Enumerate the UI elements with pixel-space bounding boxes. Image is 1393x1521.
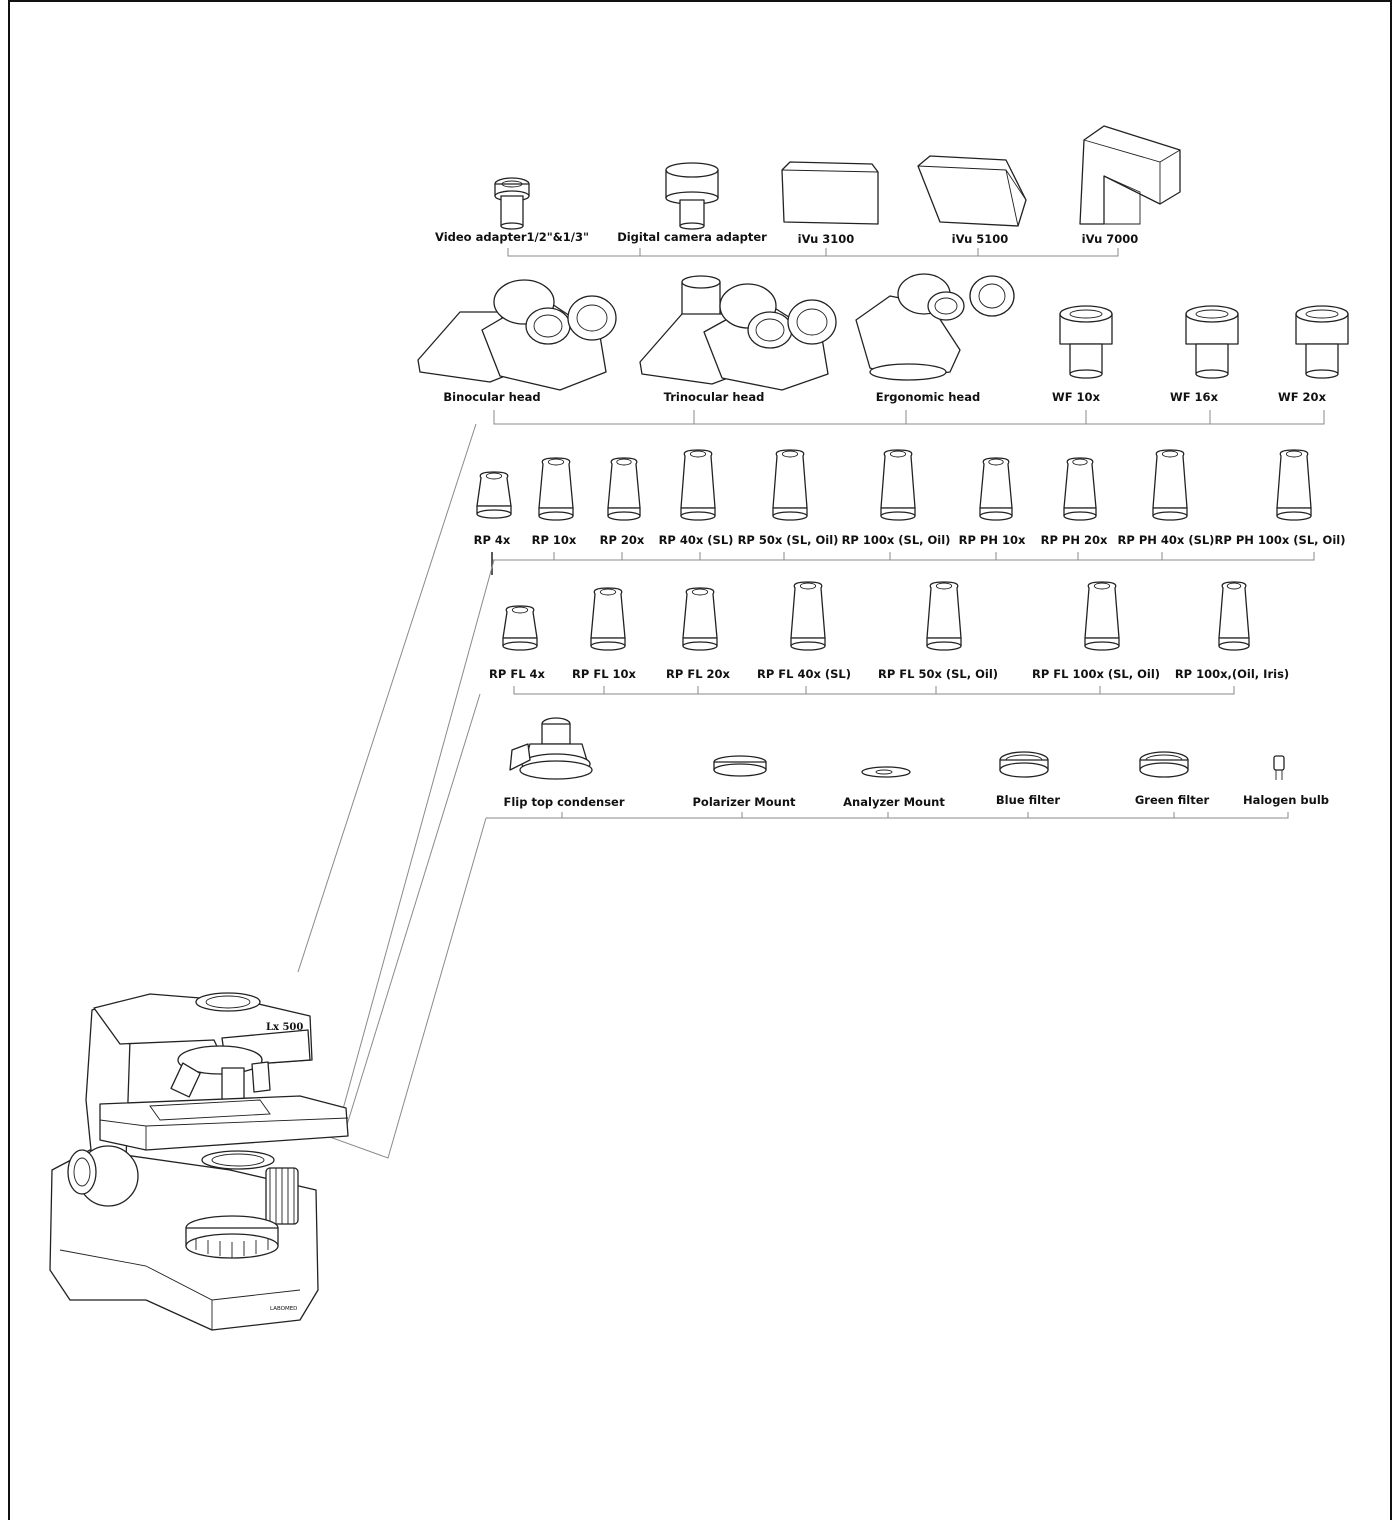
- label-rp-ph-40x: RP PH 40x (SL): [1118, 533, 1215, 547]
- halogen-bulb-icon: [1274, 756, 1284, 780]
- camera-row: Video adapter1/2"&1/3" Digital camera ad…: [435, 126, 1180, 256]
- label-flip-top-condenser: Flip top condenser: [503, 795, 624, 809]
- trinocular-head-icon: [640, 276, 836, 390]
- ergonomic-head-icon: [856, 274, 1014, 380]
- fl-objective-lens-icon: [591, 588, 625, 650]
- head-connector-line: [494, 410, 1324, 424]
- fl-objective-lens-icon: [927, 582, 961, 650]
- label-ergonomic-head: Ergonomic head: [876, 390, 980, 404]
- objective-lens-icon: [1153, 450, 1187, 520]
- label-blue-filter: Blue filter: [996, 793, 1060, 807]
- label-video-adapter: Video adapter1/2"&1/3": [435, 230, 589, 244]
- accessory-connector-line: [486, 812, 1288, 818]
- label-trinocular-head: Trinocular head: [664, 390, 765, 404]
- blue-filter-icon: [1000, 752, 1048, 777]
- label-rp-fl-100x: RP FL 100x (SL, Oil): [1032, 667, 1160, 681]
- model-label: Lx 500: [266, 1022, 303, 1033]
- camera-adapter-icon: [666, 163, 718, 229]
- fl-objective-connector-line: [514, 686, 1234, 694]
- label-rp-fl-10x: RP FL 10x: [572, 667, 636, 681]
- label-halogen-bulb: Halogen bulb: [1243, 793, 1329, 807]
- label-rp-ph-20x: RP PH 20x: [1041, 533, 1108, 547]
- accessory-row: Flip top condenser Polarizer Mount Analy…: [486, 718, 1329, 818]
- green-filter-icon: [1140, 752, 1188, 777]
- polarizer-mount-icon: [714, 756, 766, 776]
- objective-lens-icon: [881, 450, 915, 520]
- binocular-head-icon: [418, 280, 616, 390]
- label-polarizer-mount: Polarizer Mount: [692, 795, 796, 809]
- label-rp-40x: RP 40x (SL): [659, 533, 734, 547]
- label-rp-4x: RP 4x: [474, 533, 511, 547]
- objective-connector-line: [492, 552, 1314, 560]
- fl-objective-lens-icon: [1219, 582, 1249, 650]
- fl-objective-lens-icon: [683, 588, 717, 650]
- label-rp-fl-40x: RP FL 40x (SL): [757, 667, 851, 681]
- objective-lens-icon: [539, 458, 573, 520]
- label-rp-fl-4x: RP FL 4x: [489, 667, 545, 681]
- objective-lens-icon: [980, 458, 1012, 520]
- label-ivu-5100: iVu 5100: [952, 232, 1009, 246]
- label-rp-ph-10x: RP PH 10x: [959, 533, 1026, 547]
- label-rp-fl-20x: RP FL 20x: [666, 667, 730, 681]
- head-row: Binocular head Trinocular head Ergonomic…: [418, 274, 1348, 424]
- objective-row: [477, 450, 1311, 520]
- leader-lines: [298, 424, 494, 1158]
- fl-objective-row: [503, 582, 1249, 650]
- label-wf16: WF 16x: [1170, 390, 1219, 404]
- label-camera-adapter: Digital camera adapter: [617, 230, 767, 244]
- condenser-icon: [510, 718, 592, 779]
- label-analyzer-mount: Analyzer Mount: [843, 795, 945, 809]
- eyepiece-wf10-icon: [1060, 306, 1112, 378]
- analyzer-mount-icon: [862, 767, 910, 777]
- label-ivu-3100: iVu 3100: [798, 232, 855, 246]
- objective-lens-icon: [681, 450, 715, 520]
- ivu-3100-camera-icon: [782, 162, 878, 224]
- label-rp-20x: RP 20x: [600, 533, 645, 547]
- objective-lens-icon: [773, 450, 807, 520]
- objective-lens-icon: [608, 458, 640, 520]
- label-rp-ph-100x: RP PH 100x (SL, Oil): [1215, 533, 1346, 547]
- label-binocular-head: Binocular head: [443, 390, 540, 404]
- label-rp-50x: RP 50x (SL, Oil): [738, 533, 839, 547]
- objective-lens-icon: [477, 472, 511, 518]
- camera-connector-line: [508, 248, 1118, 256]
- eyepiece-wf20-icon: [1296, 306, 1348, 378]
- label-green-filter: Green filter: [1135, 793, 1210, 807]
- objective-lens-icon: [1277, 450, 1311, 520]
- fl-objective-lens-icon: [1085, 582, 1119, 650]
- ivu-5100-camera-icon: [918, 156, 1026, 226]
- label-ivu-7000: iVu 7000: [1082, 232, 1139, 246]
- brand-label: LABOMED: [270, 1306, 297, 1312]
- label-rp-100x-iris: RP 100x,(Oil, Iris): [1175, 667, 1289, 681]
- objective-labels: RP 4x RP 10x RP 20x RP 40x (SL) RP 50x (…: [474, 533, 1346, 547]
- label-rp-fl-50x: RP FL 50x (SL, Oil): [878, 667, 998, 681]
- ivu-7000-camera-icon: [1080, 126, 1180, 224]
- fl-objective-lens-icon: [791, 582, 825, 650]
- label-wf10: WF 10x: [1052, 390, 1101, 404]
- fl-objective-labels: RP FL 4x RP FL 10x RP FL 20x RP FL 40x (…: [489, 667, 1289, 681]
- video-adapter-icon: [495, 178, 529, 229]
- fl-objective-lens-icon: [503, 606, 537, 650]
- eyepiece-wf16-icon: [1186, 306, 1238, 378]
- label-rp-100x: RP 100x (SL, Oil): [842, 533, 951, 547]
- microscope-illustration: Lx 500 LABOMED: [50, 993, 348, 1330]
- objective-lens-icon: [1064, 458, 1096, 520]
- label-wf20: WF 20x: [1278, 390, 1327, 404]
- label-rp-10x: RP 10x: [532, 533, 577, 547]
